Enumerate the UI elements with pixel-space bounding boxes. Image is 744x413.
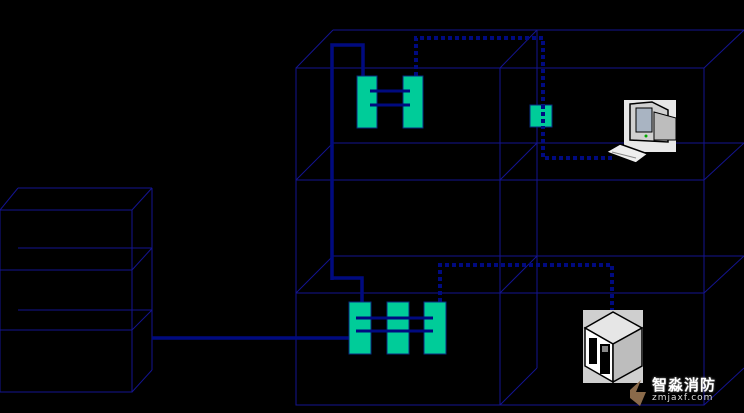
switch-lower-3: [423, 301, 447, 355]
small-building-frame: [0, 187, 153, 393]
backbone-cable: [152, 43, 365, 340]
switch-group-lower: [348, 301, 447, 355]
server-icon: [583, 310, 644, 384]
watermark: 智淼消防 zmjaxf.com: [652, 374, 716, 403]
watermark-logo-icon: [630, 380, 646, 406]
watermark-name: 智淼消防: [652, 376, 717, 394]
main-building-frame: [295, 29, 744, 406]
switch-group-upper: [356, 75, 424, 129]
computer-icon: [604, 100, 677, 164]
switch-upper-1: [356, 75, 378, 129]
switch-lower-1: [348, 301, 372, 355]
watermark-url: zmjaxf.com: [652, 393, 714, 403]
dotted-cable: [414, 36, 614, 310]
switch-lower-2: [386, 301, 410, 355]
switch-upper-2: [402, 75, 424, 129]
